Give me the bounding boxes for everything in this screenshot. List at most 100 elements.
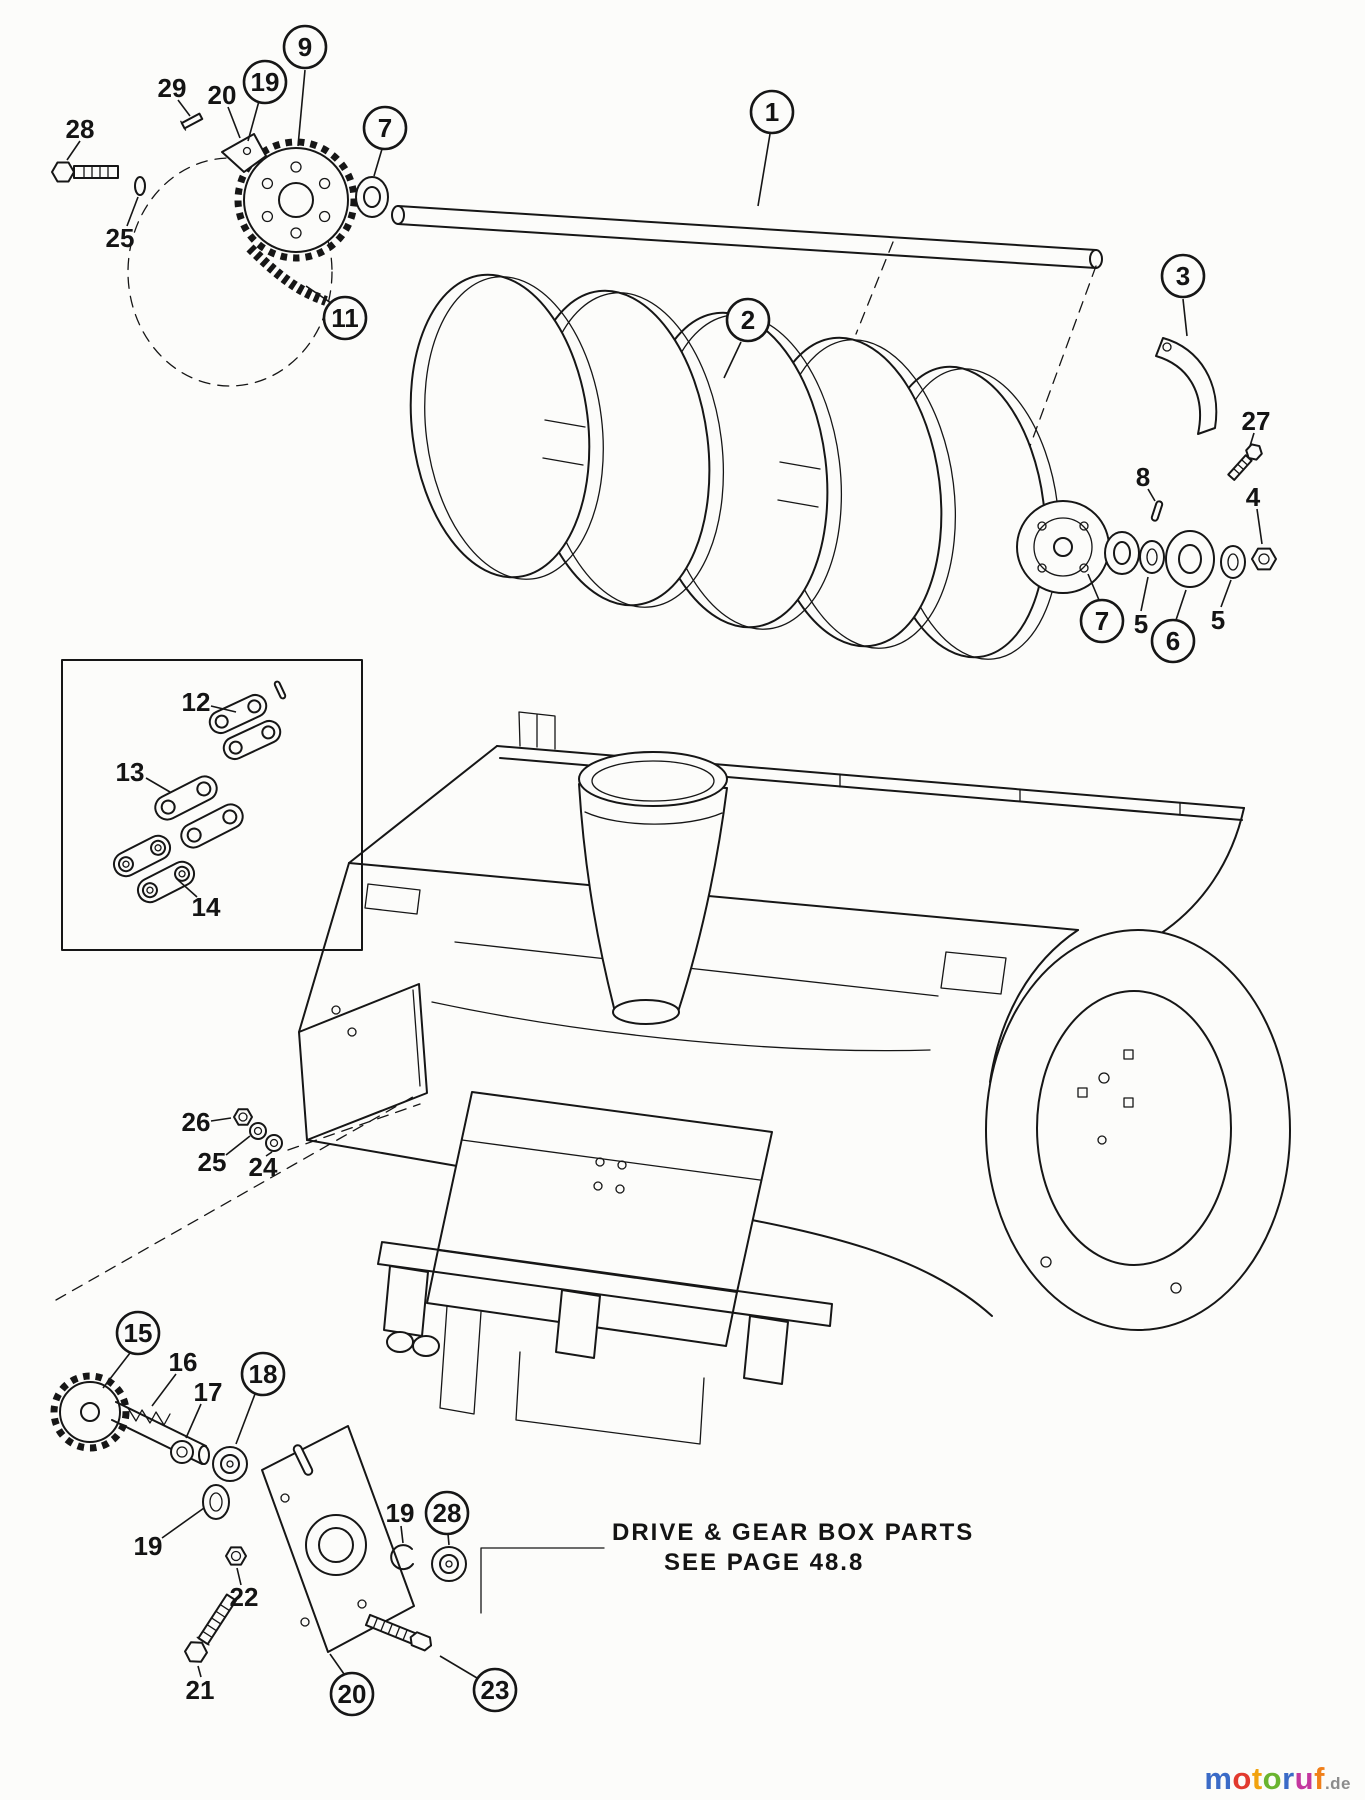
left-bracket-panel [298,983,428,1141]
svg-text:11: 11 [331,303,359,333]
svg-text:5: 5 [1134,609,1148,639]
ghost-disc [127,157,333,387]
set-screw-29 [180,112,204,131]
svg-text:29: 29 [158,73,187,103]
bearing-7-right [1104,531,1140,575]
watermark-letter: u [1294,1761,1315,1796]
watermark-letter: r [1282,1761,1295,1796]
callout-19: 19 [386,1498,415,1544]
callout-23: 23 [439,1655,518,1713]
leader-line [145,777,171,793]
callout-29: 29 [158,73,191,117]
svg-text:14: 14 [192,892,221,922]
callout-3: 3 [1160,253,1206,337]
nut-22 [225,1546,247,1566]
svg-text:5: 5 [1211,605,1225,635]
svg-text:13: 13 [116,757,145,787]
callout-20: 20 [208,80,241,139]
watermark-letter: o [1232,1761,1252,1796]
svg-text:15: 15 [124,1318,153,1348]
leader-line [373,148,383,177]
callout-24: 24 [249,1151,278,1182]
callout-7: 7 [362,105,408,177]
panel-fasteners [55,1093,421,1301]
pin-8 [1150,500,1164,522]
callout-7: 7 [1079,573,1125,644]
leader-line [161,1507,205,1539]
svg-text:22: 22 [230,1582,259,1612]
callout-22: 22 [230,1567,259,1612]
leader-line [126,196,139,227]
callout-14: 14 [177,879,221,922]
callout-28: 28 [424,1490,470,1546]
watermark-logo: motoruf.de [1204,1763,1351,1794]
leader-line [66,140,81,161]
frame-skid [377,1091,833,1445]
callout-27: 27 [1242,406,1271,447]
callout-9: 9 [282,24,328,147]
callout-11: 11 [305,285,368,341]
leader-line [305,285,332,304]
svg-text:23: 23 [481,1675,510,1705]
washer-5a [1139,540,1165,574]
callout-2: 2 [723,297,771,379]
chain-link-14 [112,834,172,878]
upper-sprocket-assembly [51,112,389,387]
bolt-23 [364,1613,433,1652]
leader-line [265,1151,273,1157]
svg-text:27: 27 [1242,406,1271,436]
svg-text:20: 20 [338,1679,367,1709]
leader-line [210,705,237,713]
chute-collar [578,751,728,1025]
svg-text:25: 25 [198,1147,227,1177]
leader-line [177,879,198,898]
callout-12: 12 [182,687,237,717]
callout-1: 1 [749,89,795,207]
leader-line [185,1403,202,1439]
leader-line [102,1352,131,1389]
leader-line [197,1665,202,1678]
leader-line [400,1525,404,1544]
callout-20: 20 [329,1653,375,1717]
callout-8: 8 [1136,462,1156,502]
leader-line [1175,589,1187,621]
note-line-2: SEE PAGE 48.8 [664,1549,864,1576]
watermark-letter: t [1251,1761,1263,1796]
svg-text:19: 19 [386,1498,415,1528]
leader-line [757,133,771,207]
washer-5b [1220,545,1246,579]
sprocket-teeth [234,138,358,262]
callout-16: 16 [151,1347,197,1407]
svg-text:7: 7 [1095,606,1109,636]
leader-line [1256,508,1263,545]
drive-sprocket-15 [50,1372,130,1452]
leader-line [227,106,241,139]
chain-link-12 [208,693,268,735]
leader-line [297,69,306,147]
svg-text:19: 19 [134,1531,163,1561]
leader-line [447,1533,450,1546]
leader-line [723,341,742,379]
callout-21: 21 [186,1665,215,1705]
svg-text:3: 3 [1176,261,1190,291]
svg-text:28: 28 [433,1498,462,1528]
leader-line [1087,573,1100,601]
svg-text:1: 1 [765,97,779,127]
svg-text:28: 28 [66,114,95,144]
leader-line [225,1135,251,1156]
svg-text:25: 25 [106,223,135,253]
svg-text:9: 9 [298,32,312,62]
callout-4: 4 [1246,482,1263,545]
svg-text:4: 4 [1246,482,1261,512]
callout-19: 19 [242,59,288,142]
watermark-letter: o [1262,1761,1283,1796]
svg-text:21: 21 [186,1675,215,1705]
bearing-7 [355,176,389,218]
flange-19 [202,1484,230,1520]
o-ring-25 [134,176,146,196]
svg-text:17: 17 [194,1377,223,1407]
leader-line [329,1653,345,1675]
